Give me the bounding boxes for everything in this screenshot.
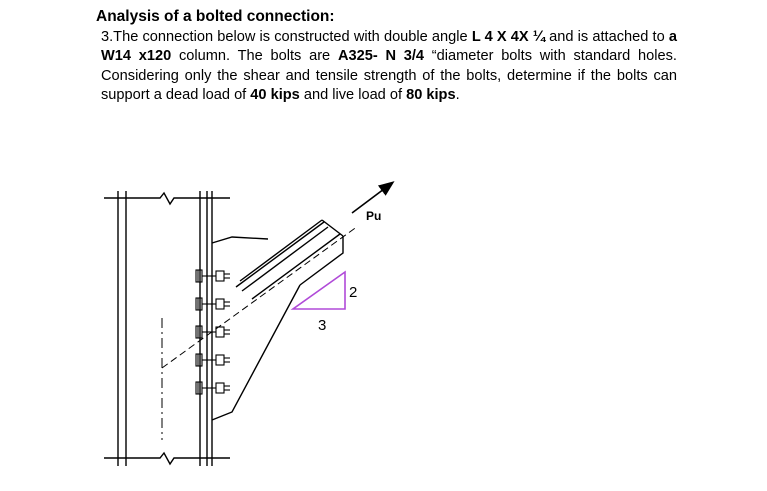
column-size: a W14 x120 bbox=[101, 29, 677, 65]
bolt bbox=[195, 353, 230, 367]
slope-rise-label: 2 bbox=[349, 284, 357, 301]
bolt bbox=[195, 297, 230, 311]
slope-run-label: 3 bbox=[318, 317, 326, 334]
bolt bbox=[195, 269, 230, 283]
load-label: Pu bbox=[366, 209, 381, 223]
bolt-grade: A325- N 3/4 bbox=[337, 48, 425, 65]
problem-statement: 3.The connection below is constructed wi… bbox=[101, 28, 677, 105]
bolt bbox=[195, 381, 230, 395]
bolt bbox=[195, 325, 230, 339]
problem-text-6: . bbox=[455, 86, 460, 103]
gusset-plate bbox=[211, 236, 301, 421]
column bbox=[104, 191, 230, 466]
angle-member bbox=[235, 219, 344, 300]
problem-text-2: and is attached to bbox=[545, 29, 669, 45]
dead-load: 40 kips bbox=[250, 86, 300, 103]
problem-text-4: “diameter bolts with standard holes. Con… bbox=[101, 48, 677, 103]
member-centerline bbox=[161, 225, 359, 369]
slope-triangle bbox=[290, 270, 346, 310]
live-load: 80 kips bbox=[406, 86, 456, 103]
problem-text-5: and live load of bbox=[299, 86, 407, 103]
angle-size: L 4 X 4X ¼ bbox=[471, 29, 545, 45]
section-heading: Analysis of a bolted connection: bbox=[96, 8, 335, 25]
problem-text-1: 3.The connection below is constructed wi… bbox=[101, 29, 472, 45]
bolt-group bbox=[195, 269, 230, 395]
load-arrow bbox=[351, 181, 395, 214]
problem-text-3: column. The bolts are bbox=[171, 48, 338, 65]
